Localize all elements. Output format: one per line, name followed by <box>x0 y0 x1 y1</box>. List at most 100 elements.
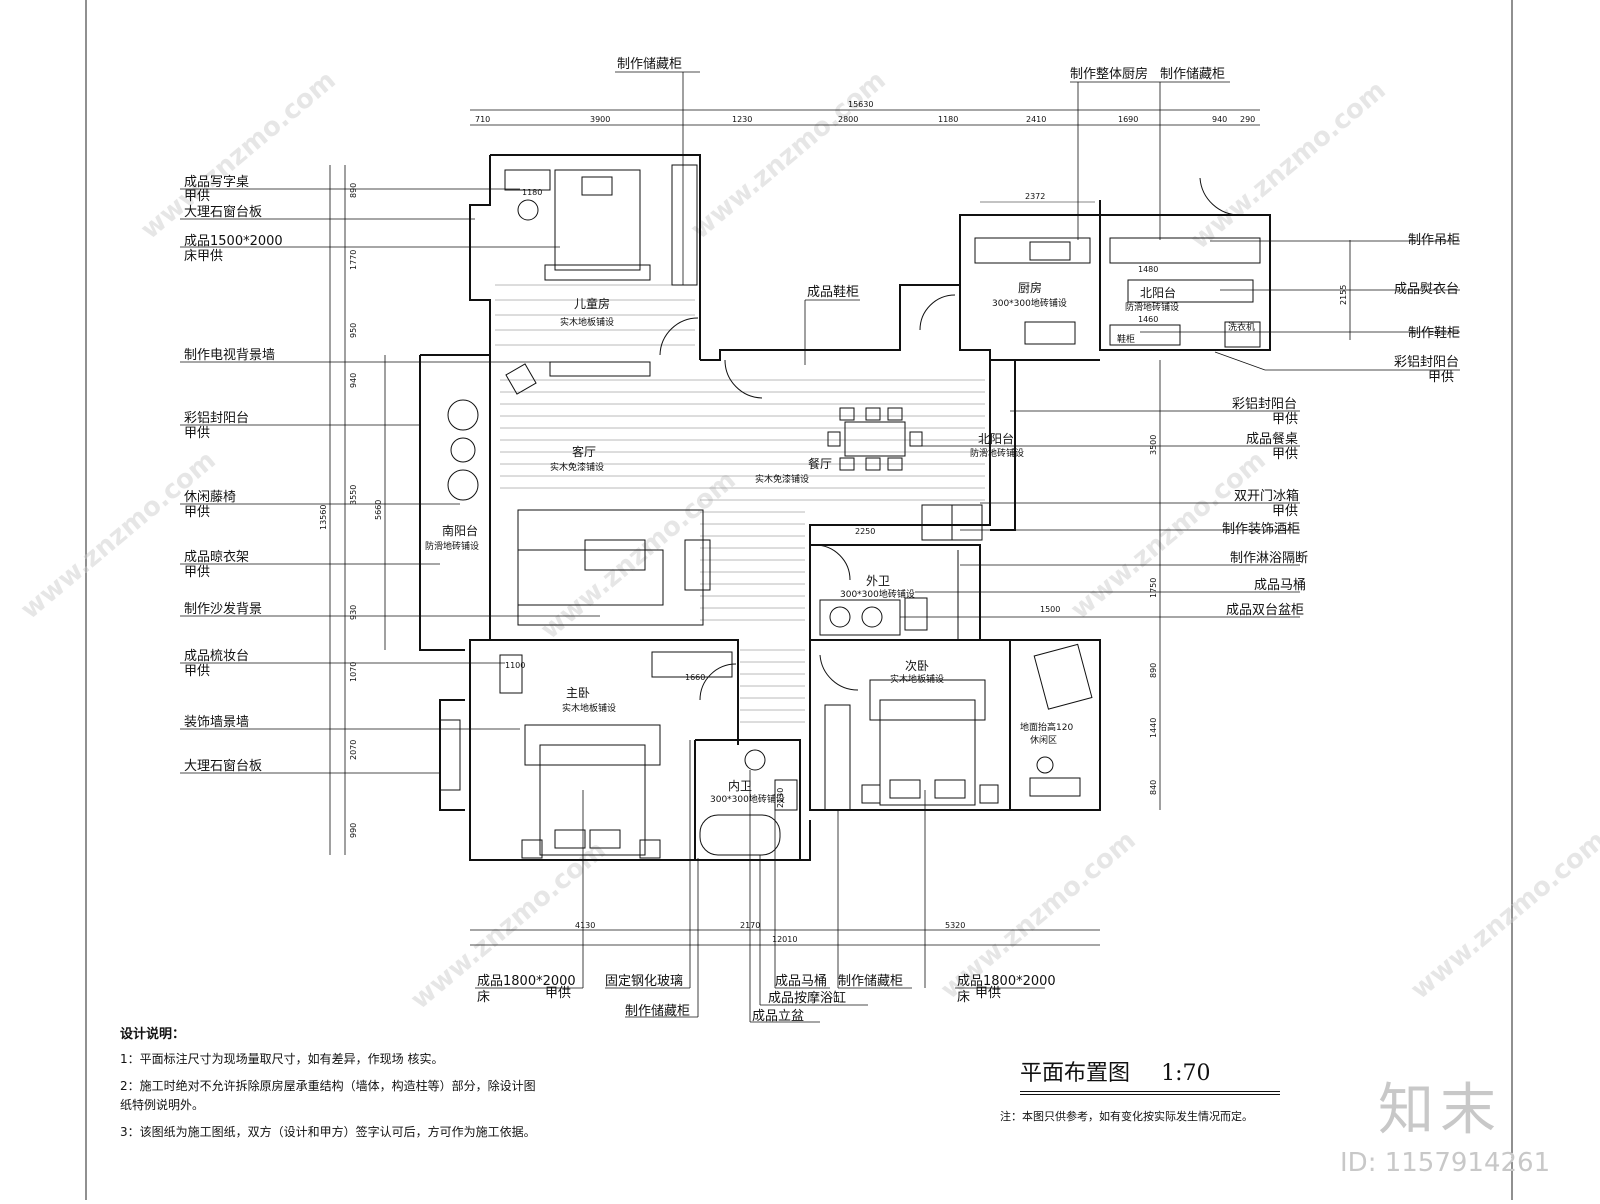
dim-left-1: 890 <box>349 183 358 198</box>
svg-text:床甲供: 床甲供 <box>184 249 223 264</box>
dim-left-8: 2070 <box>349 740 358 760</box>
svg-text:制作储藏柜: 制作储藏柜 <box>1160 67 1225 82</box>
svg-text:1660: 1660 <box>685 673 705 682</box>
room-leisure: 地面抬高120 <box>1020 721 1073 733</box>
room-kitchen: 厨房 <box>1018 280 1042 295</box>
svg-text:床: 床 <box>477 990 490 1005</box>
svg-text:休闲藤椅: 休闲藤椅 <box>184 490 236 505</box>
dim-right-5: 1440 <box>1149 718 1158 738</box>
room-children-floor: 实木地板铺设 <box>560 316 614 328</box>
right-annotation-text: 制作吊柜 成品熨衣台 制作鞋柜 彩铝封阳台 甲供 彩铝封阳台 甲供 成品餐桌 甲… <box>1222 233 1460 618</box>
svg-text:甲供: 甲供 <box>184 664 210 679</box>
svg-text:成品马桶: 成品马桶 <box>775 974 827 989</box>
svg-text:www.znzmo.com: www.znzmo.com <box>1185 75 1391 255</box>
svg-text:1500: 1500 <box>1040 605 1060 614</box>
svg-text:成品写字桌: 成品写字桌 <box>184 175 249 190</box>
svg-text:甲供: 甲供 <box>1428 370 1454 385</box>
room-inner-bath-floor: 300*300地砖铺设 <box>710 793 785 805</box>
dining-table <box>844 421 906 457</box>
dim-right-6: 840 <box>1149 780 1158 795</box>
room-second-floor: 实木地板铺设 <box>890 673 944 685</box>
svg-text:成品晾衣架: 成品晾衣架 <box>184 549 249 565</box>
room-north-balcony: 北阳台 <box>1140 285 1176 300</box>
room-south-balcony-floor: 防滑地砖铺设 <box>425 540 479 552</box>
dim-top-7: 1690 <box>1118 115 1138 124</box>
room-dining: 餐厅 <box>808 456 832 471</box>
dim-total-top: 15630 <box>848 100 873 109</box>
svg-text:2250: 2250 <box>855 527 875 536</box>
dim-top-5: 1180 <box>938 115 958 124</box>
room-north-balcony-2-floor: 防滑地砖铺设 <box>970 447 1024 459</box>
svg-text:www.znzmo.com: www.znzmo.com <box>15 445 221 625</box>
dim-top-2: 3900 <box>590 115 610 124</box>
room-second: 次卧 <box>905 659 929 673</box>
children-wardrobe <box>671 164 698 286</box>
svg-text:成品马桶: 成品马桶 <box>1254 578 1306 593</box>
svg-text:制作沙发背景: 制作沙发背景 <box>184 601 262 617</box>
svg-text:固定钢化玻璃: 固定钢化玻璃 <box>605 974 683 989</box>
top-annotations <box>615 71 1230 365</box>
dim-left-4: 940 <box>349 373 358 388</box>
children-bed <box>554 169 641 271</box>
dim-bottom-1: 4130 <box>575 921 595 930</box>
dim-bottom-3: 5320 <box>945 921 965 930</box>
bottom-annotation-text: 成品1800*2000 床 甲供 固定钢化玻璃 制作储藏柜 成品马桶 成品按摩浴… <box>477 974 1056 1024</box>
bottom-annotations <box>475 740 1045 1023</box>
dim-left-total: 13560 <box>319 505 328 530</box>
room-north-balcony-2: 北阳台 <box>978 431 1014 446</box>
svg-text:彩铝封阳台: 彩铝封阳台 <box>1232 397 1297 412</box>
plan-remark: 注：本图只供参考，如有变化按实际发生情况而定。 <box>1000 1110 1253 1123</box>
dim-left-9: 990 <box>349 823 358 838</box>
walls <box>419 154 1271 861</box>
svg-text:甲供: 甲供 <box>184 189 210 204</box>
svg-text:1480: 1480 <box>1138 265 1158 274</box>
svg-text:制作鞋柜: 制作鞋柜 <box>1408 325 1460 341</box>
children-desk <box>504 169 551 191</box>
leisure-chair <box>447 399 479 431</box>
master-bed <box>539 744 646 856</box>
top-annotation-text: 制作储藏柜 制作整体厨房 制作储藏柜 成品鞋柜 <box>617 57 1225 300</box>
svg-text:1100: 1100 <box>505 661 525 670</box>
svg-text:成品餐桌: 成品餐桌 <box>1246 431 1298 447</box>
room-leisure-sub: 休闲区 <box>1030 734 1057 746</box>
svg-text:www.znzmo.com: www.znzmo.com <box>535 465 741 645</box>
dim-left-3: 950 <box>349 323 358 338</box>
dim-kitchen: 2372 <box>1025 192 1045 201</box>
svg-text:甲供: 甲供 <box>1272 412 1298 427</box>
dim-top-6: 2410 <box>1026 115 1046 124</box>
svg-text:www.znzmo.com: www.znzmo.com <box>685 65 891 245</box>
svg-text:甲供: 甲供 <box>1272 504 1298 519</box>
dim-left-7: 1070 <box>349 662 358 682</box>
dim-top-3: 1230 <box>732 115 752 124</box>
svg-text:装饰墙景墙: 装饰墙景墙 <box>184 715 249 730</box>
brand-logo: 知末 <box>1378 1078 1502 1143</box>
shoe-cabinet-label: 鞋柜 <box>1117 333 1135 345</box>
room-living-floor: 实木免漆铺设 <box>550 461 604 473</box>
svg-text:大理石窗台板: 大理石窗台板 <box>184 204 262 220</box>
sofa <box>517 549 664 606</box>
dim-top-9: 290 <box>1240 115 1255 124</box>
kitchen-counter <box>974 237 1091 264</box>
svg-text:制作整体厨房: 制作整体厨房 <box>1070 66 1148 82</box>
dim-left-mid: 5660 <box>374 500 383 520</box>
svg-text:大理石窗台板: 大理石窗台板 <box>184 758 262 774</box>
dim-left-5: 3550 <box>349 485 358 505</box>
image-id: ID: 1157914261 <box>1340 1148 1551 1178</box>
room-inner-bath: 内卫 <box>728 779 752 793</box>
svg-text:制作淋浴隔断: 制作淋浴隔断 <box>1230 551 1308 566</box>
room-outer-bath-floor: 300*300地砖铺设 <box>840 588 915 600</box>
svg-text:制作电视背景墙: 制作电视背景墙 <box>184 348 275 363</box>
svg-text:1180: 1180 <box>522 188 542 197</box>
svg-text:成品1500*2000: 成品1500*2000 <box>184 234 283 249</box>
design-note-3: 3：该图纸为施工图纸，双方（设计和甲方）签字认可后，方可作为施工依据。 <box>120 1125 536 1139</box>
plan-title: 平面布置图 <box>1020 1061 1131 1086</box>
svg-text:甲供: 甲供 <box>545 986 571 1001</box>
svg-text:成品熨衣台: 成品熨衣台 <box>1394 281 1459 297</box>
second-bed <box>879 699 976 806</box>
svg-text:成品梳妆台: 成品梳妆台 <box>184 649 249 664</box>
dim-right-1: 2155 <box>1339 285 1348 305</box>
svg-text:1460: 1460 <box>1138 315 1158 324</box>
dim-left-2: 1770 <box>349 250 358 270</box>
